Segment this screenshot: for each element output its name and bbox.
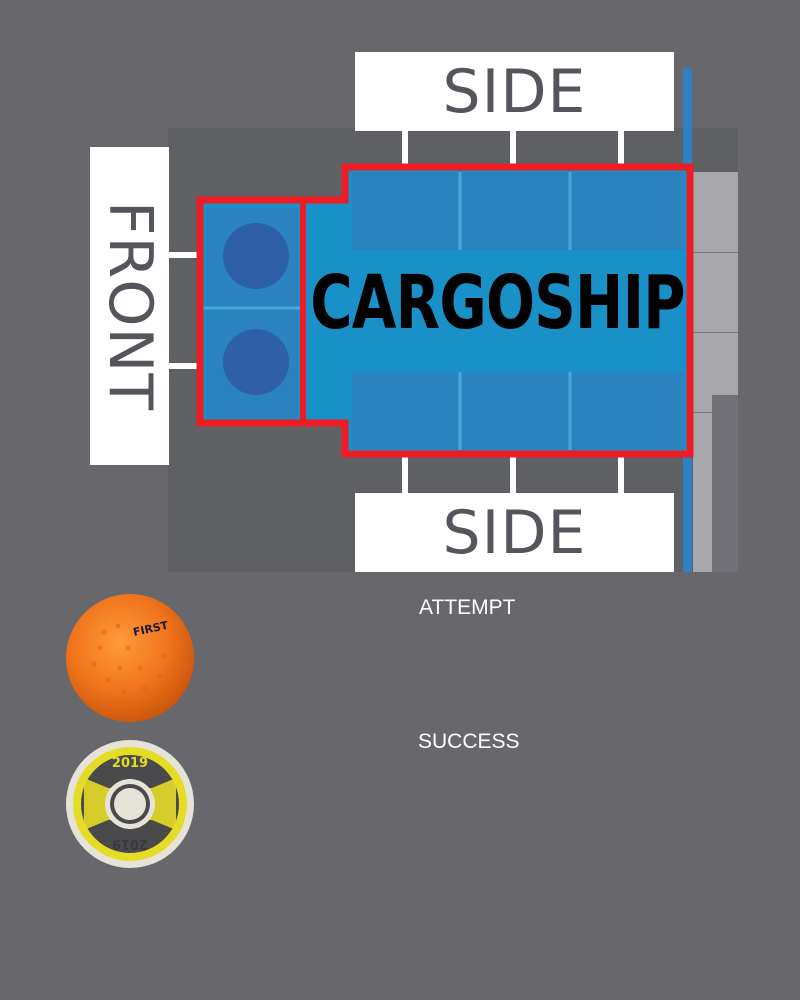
bay-bottom-2: [462, 372, 568, 450]
field-side-rail: [712, 395, 738, 572]
front-label: FRONT: [94, 201, 165, 411]
side-top-connector: [402, 131, 408, 169]
side-bottom-connector: [618, 456, 624, 494]
bay-top-1: [352, 172, 458, 250]
side-top-connector: [510, 131, 516, 169]
cargo-ship-title: CARGO SHIP: [310, 248, 685, 358]
bay-top-3: [572, 172, 684, 250]
side-bottom-label: SIDE: [442, 497, 587, 568]
side-bottom-label-box[interactable]: SIDE: [355, 493, 674, 572]
side-top-connector: [618, 131, 624, 169]
ship-dividers: [203, 172, 572, 450]
side-top-label: SIDE: [442, 56, 587, 127]
bay-bottom-1: [352, 372, 458, 450]
front-bay-cargo-icon: [223, 223, 289, 289]
ship-title-word-2: SHIP: [534, 260, 685, 346]
front-label-box[interactable]: FRONT: [90, 147, 169, 465]
front-bay-outline: [197, 197, 306, 426]
bay-bottom-3: [572, 372, 684, 450]
ship-title-word-1: CARGO: [310, 260, 535, 346]
side-bottom-connector: [402, 456, 408, 494]
side-bottom-connector: [510, 456, 516, 494]
panel-logo-text-bottom: 2019: [112, 836, 148, 851]
front-bay-cargo-icon: [223, 329, 289, 395]
side-top-label-box[interactable]: SIDE: [355, 52, 674, 131]
attempt-label: ATTEMPT: [419, 596, 516, 619]
cargo-ball-icon[interactable]: FIRST: [64, 592, 196, 724]
bay-top-2: [462, 172, 568, 250]
cargo-bays: [207, 172, 684, 450]
success-label: SUCCESS: [418, 730, 520, 753]
front-connector: [169, 363, 202, 369]
front-connector: [169, 252, 202, 258]
panel-logo-text-top: 2019: [112, 756, 148, 771]
hatch-panel-icon[interactable]: 2019 2019: [64, 740, 196, 870]
